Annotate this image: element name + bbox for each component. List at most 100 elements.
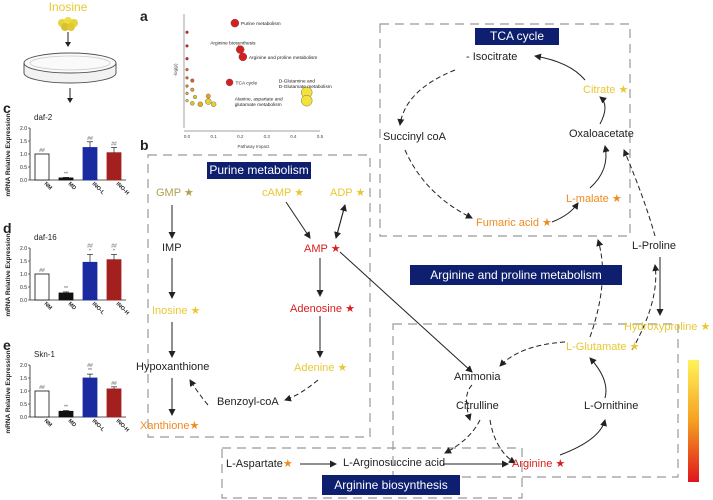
data-point	[185, 57, 189, 61]
metabolite-gmp: GMP ★	[156, 187, 194, 199]
y-axis-label: -log(p)	[173, 63, 178, 77]
x-tick-label: 0.0	[184, 134, 191, 139]
star-icon: ★	[629, 341, 640, 353]
category-label: NM	[43, 301, 54, 312]
star-icon: ★	[555, 458, 566, 470]
point-label: TCA cycle	[236, 80, 258, 86]
significance-mark: ##	[111, 142, 117, 148]
arginine-biosynthesis-box	[221, 447, 523, 499]
arginine-biosynthesis-title: Arginine biosynthesis	[322, 475, 460, 495]
bar-nm	[34, 273, 50, 301]
metabolite-imp: IMP	[162, 242, 182, 254]
metabolite-laspartate: L-Aspartate★	[226, 458, 293, 470]
metabolite-oxaloacetate: Oxaloacetate	[569, 128, 634, 140]
data-point	[238, 52, 248, 62]
x-tick-label: 0.5	[317, 134, 324, 139]
metabolite-adenosine: Adenosine ★	[290, 303, 355, 315]
data-point	[185, 44, 189, 48]
panel-label-b: b	[140, 137, 149, 153]
point-label: glutamate metabolism	[235, 102, 282, 108]
category-label: MD	[67, 301, 77, 311]
significance-mark: ##	[39, 268, 45, 274]
metabolite-adenine: Adenine ★	[294, 362, 348, 374]
x-axis-label: Pathway Impact	[237, 144, 270, 149]
metabolite-hydroxyproline: Hydroxyproline ★	[624, 321, 711, 333]
y-axis-label: mRNA Relative Expression	[5, 233, 12, 316]
metabolite-citrate: Citrate ★	[583, 84, 629, 96]
significance-mark: **	[88, 368, 92, 374]
bar-md	[58, 292, 74, 301]
data-point	[190, 101, 195, 106]
metabolite-lglutamate: L-Glutamate ★	[566, 341, 640, 353]
data-point	[185, 76, 189, 80]
point-label: D-Glutamate metabolism	[279, 84, 332, 90]
purine-metabolism-title: Purine metabolism	[207, 162, 311, 179]
y-tick-label: 1.0	[20, 152, 27, 158]
metabolite-larginosuccine: L-Arginosuccine acid	[343, 457, 446, 469]
y-tick-label: 0.0	[20, 178, 27, 184]
star-icon: ★	[183, 187, 194, 199]
bar-ino-h	[106, 259, 122, 301]
gene-label: Skn-1	[34, 350, 55, 359]
data-point	[300, 94, 313, 107]
y-tick-label: 1.0	[20, 272, 27, 278]
metabolite-camp: cAMP ★	[262, 187, 305, 199]
panel-label-c: c	[3, 100, 11, 116]
metabolite-xanthione: Xanthione★	[140, 420, 200, 432]
data-point	[205, 98, 212, 105]
metabolite-lproline: L-Proline	[632, 240, 677, 252]
metabolite-adp: ADP ★	[330, 187, 366, 199]
purine-metabolism-box	[147, 154, 371, 438]
metabolite-amp: AMP ★	[304, 243, 341, 255]
significance-mark: **	[64, 286, 68, 292]
bar-nm	[34, 390, 50, 418]
data-point	[192, 94, 197, 99]
star-icon: ★	[294, 187, 305, 199]
significance-mark: ##	[87, 363, 93, 369]
y-tick-label: 1.5	[20, 139, 27, 145]
metabolite-fumaric: Fumaric acid ★	[476, 217, 552, 229]
metabolite-hypoxanthione: Hypoxanthione	[136, 361, 210, 373]
star-icon: ★	[282, 458, 293, 470]
panel-label-a: a	[140, 8, 148, 24]
star-icon: ★	[190, 305, 201, 317]
data-point	[190, 78, 195, 83]
tca-cycle-box	[379, 23, 631, 237]
data-point	[197, 101, 203, 107]
inosine-pellet-icon	[58, 17, 78, 31]
y-axis-label: mRNA Relative Expression	[5, 113, 12, 196]
bar-nm	[34, 153, 50, 181]
y-tick-label: 2.0	[20, 246, 27, 252]
x-tick-label: 0.1	[210, 134, 217, 139]
gene-label: daf-16	[34, 233, 57, 242]
y-tick-label: 1.5	[20, 376, 27, 382]
inosine-label: Inosine	[48, 0, 88, 14]
arginine-proline-title: Arginine and proline metabolism	[410, 265, 622, 285]
x-tick-label: 0.3	[264, 134, 271, 139]
metabolite-inosine: Inosine ★	[152, 305, 201, 317]
y-tick-label: 0.0	[20, 298, 27, 304]
metabolite-isocitrate: - Isocitrate	[466, 51, 518, 63]
x-tick-label: 0.4	[290, 134, 297, 139]
point-label: Arginine biosynthesis	[210, 41, 256, 47]
data-point	[210, 101, 217, 107]
significance-mark: ##	[39, 148, 45, 154]
significance-mark: **	[64, 405, 68, 411]
star-icon: ★	[355, 187, 366, 199]
metabolite-benzoylcoa: Benzoyl-coA	[217, 396, 279, 408]
data-point	[235, 45, 245, 54]
star-icon: ★	[337, 362, 348, 374]
y-tick-label: 0.5	[20, 165, 27, 171]
metabolite-citrulline: Citrulline	[456, 400, 499, 412]
data-point	[185, 30, 189, 34]
star-icon: ★	[618, 84, 629, 96]
star-icon: ★	[330, 243, 341, 255]
point-label: Purine metabolism	[241, 21, 281, 27]
data-point	[225, 78, 234, 87]
data-point	[230, 18, 240, 28]
significance-mark: ##	[87, 244, 93, 250]
